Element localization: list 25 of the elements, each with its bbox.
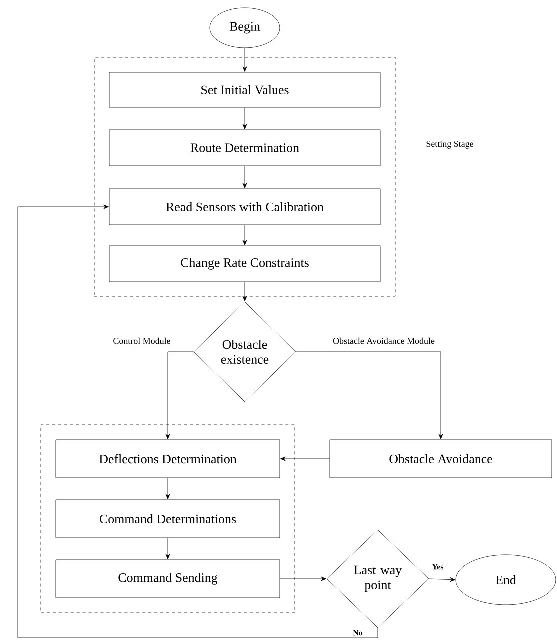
arrow xyxy=(280,576,326,582)
arrow xyxy=(18,204,378,638)
arrow xyxy=(242,225,248,246)
arrow xyxy=(296,352,444,440)
arrow xyxy=(242,282,248,302)
arrow xyxy=(242,108,248,130)
stage-frame xyxy=(40,424,296,614)
arrow xyxy=(280,456,330,462)
edge-label: Control Module xyxy=(112,336,172,346)
arrow xyxy=(429,578,456,582)
process-box: Deflections Determination xyxy=(56,440,280,478)
process-box: Change Rate Constraints xyxy=(109,246,381,282)
arrow xyxy=(242,166,248,188)
stage-label: Setting Stage xyxy=(426,141,474,149)
arrow xyxy=(166,478,170,500)
process-box: Read Sensors with Calibration xyxy=(109,188,381,226)
process-box: Command Determinations xyxy=(56,500,280,538)
arrow xyxy=(166,538,170,560)
process-box: Obstacle Avoidance xyxy=(330,440,552,478)
process-box: Route Determination xyxy=(109,130,381,166)
arrow xyxy=(242,48,248,72)
process-box: Set Initial Values xyxy=(109,72,381,108)
edge-label: Obstacle Avoidance Module xyxy=(332,336,436,346)
arrow xyxy=(166,352,194,440)
process-box: Command Sending xyxy=(56,560,280,598)
